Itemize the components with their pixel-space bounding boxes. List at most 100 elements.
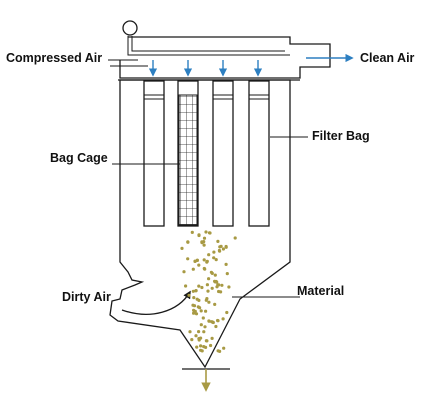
material-particle-icon [193, 259, 197, 263]
clean-air-plenum [119, 36, 331, 79]
material-particle-icon [206, 289, 210, 293]
material-particle-icon [197, 298, 201, 302]
material-particle-icon [221, 247, 225, 251]
material-particle-icon [192, 304, 197, 308]
material-particle-icon [204, 298, 208, 302]
material-particle-icon [197, 337, 201, 341]
pressure-gauge-icon [122, 20, 138, 36]
material-particles [180, 230, 237, 353]
material-particle-icon [202, 236, 207, 240]
material-particle-icon [207, 319, 211, 323]
material-particle-icon [207, 300, 211, 304]
material-particle-icon [205, 339, 209, 343]
material-particle-icon [202, 330, 206, 334]
material-particle-icon [219, 290, 223, 294]
material-particle-icon [218, 349, 222, 353]
material-particle-icon [224, 262, 228, 266]
label-filter-bag: Filter Bag [312, 129, 370, 143]
material-particle-icon [227, 285, 231, 289]
material-particle-icon [197, 263, 201, 267]
housing-outline [109, 79, 291, 369]
material-particle-icon [216, 283, 220, 287]
label-dirty-air: Dirty Air [62, 290, 111, 304]
label-bag-cage: Bag Cage [50, 151, 108, 165]
material-particle-icon [188, 330, 192, 334]
material-particle-icon [207, 253, 211, 257]
material-particle-icon [209, 343, 213, 348]
material-particle-icon [207, 277, 211, 281]
material-particle-icon [213, 302, 217, 306]
material-particle-icon [218, 245, 222, 249]
material-particle-icon [197, 233, 201, 238]
material-particle-icon [200, 241, 204, 245]
filter-bag-with-cage [177, 80, 199, 227]
material-particle-icon [212, 250, 216, 254]
material-particle-icon [210, 286, 214, 290]
material-particle-icon [190, 338, 194, 342]
filter-bag [143, 80, 165, 227]
material-particle-icon [222, 346, 226, 350]
material-particle-icon [187, 293, 191, 297]
material-particle-icon [182, 270, 186, 274]
material-particle-icon [224, 245, 228, 249]
material-particle-icon [186, 240, 190, 244]
material-particle-icon [194, 289, 198, 293]
material-particle-icon [191, 289, 195, 293]
material-particle-icon [180, 246, 184, 250]
material-particle-icon [201, 316, 205, 320]
material-particle-icon [204, 230, 208, 234]
material-particle-icon [209, 270, 213, 274]
material-particle-icon [192, 296, 196, 300]
material-particle-icon [214, 324, 218, 329]
material-particle-icon [190, 230, 194, 234]
material-particle-icon [213, 273, 217, 277]
material-particle-icon [225, 272, 229, 276]
material-particle-icon [193, 309, 197, 313]
material-particle-icon [195, 345, 199, 349]
material-particle-icon [205, 260, 209, 264]
dirty-air-arrow-icon [121, 290, 191, 315]
material-particle-icon [200, 349, 204, 353]
material-particle-icon [197, 330, 201, 334]
material-particle-icon [212, 256, 216, 260]
material-particle-icon [200, 285, 204, 290]
label-compressed-air: Compressed Air [6, 51, 102, 65]
filter-bags [143, 80, 270, 227]
material-particle-icon [202, 258, 206, 262]
material-particle-icon [203, 267, 207, 271]
material-particle-icon [204, 309, 208, 313]
material-particle-icon [191, 267, 195, 271]
material-particle-icon [194, 312, 199, 316]
material-particle-icon [199, 309, 203, 313]
material-particle-icon [199, 344, 203, 348]
air-jets [148, 60, 263, 77]
material-particle-icon [216, 319, 220, 323]
label-material: Material [297, 284, 344, 298]
material-particle-icon [233, 236, 237, 240]
material-particle-icon [205, 283, 209, 287]
filter-bag [212, 80, 234, 227]
material-particle-icon [184, 284, 188, 288]
material-particle-icon [216, 239, 220, 243]
material-particle-icon [220, 283, 224, 287]
material-particle-icon [194, 334, 198, 338]
material-particle-icon [218, 249, 222, 253]
material-particle-icon [198, 306, 202, 310]
material-particle-icon [215, 280, 219, 284]
material-particle-icon [186, 257, 190, 261]
label-clean-air: Clean Air [360, 51, 415, 65]
material-particle-icon [211, 320, 215, 325]
material-particle-icon [197, 284, 201, 288]
material-particle-icon [202, 243, 206, 247]
bag-cage [178, 94, 198, 226]
material-particle-icon [214, 258, 218, 262]
material-particle-icon [221, 317, 225, 321]
material-particle-icon [210, 336, 214, 340]
material-particle-icon [208, 231, 212, 235]
material-particle-icon [199, 323, 203, 327]
filter-bag [248, 80, 270, 227]
material-particle-icon [225, 310, 229, 315]
material-particle-icon [204, 345, 208, 349]
material-particle-icon [203, 325, 207, 329]
